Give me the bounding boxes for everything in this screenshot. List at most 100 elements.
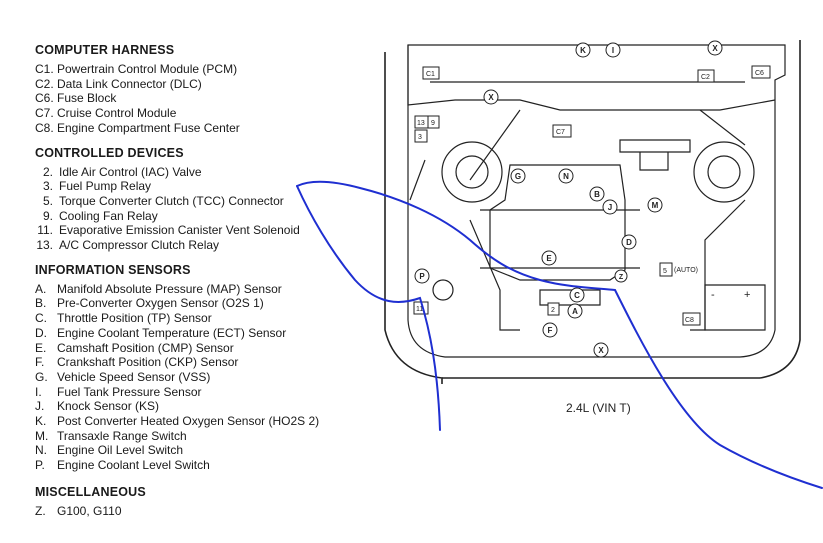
item-label: Pre-Converter Oxygen Sensor (O2S 1) [57, 296, 264, 311]
box-2: 2 [547, 302, 560, 316]
box-13: 13 [414, 115, 429, 129]
item-code: 5. [42, 193, 53, 208]
legend-item: 3. Fuel Pump Relay [35, 179, 380, 194]
legend-item: B. Pre-Converter Oxygen Sensor (O2S 1) [35, 296, 380, 311]
item-label: Fuel Tank Pressure Sensor [57, 384, 202, 399]
box-c1: C1 [422, 66, 440, 80]
callout-letter: M [652, 201, 659, 210]
callout-letter: I [612, 46, 614, 55]
section-title: MISCELLANEOUS [35, 484, 146, 499]
item-label: Evaporative Emission Canister Vent Solen… [59, 223, 300, 238]
legend-item: P. Engine Coolant Level Switch [35, 458, 380, 473]
item-code: F. [35, 355, 45, 370]
callout-letter: F [548, 326, 553, 335]
callout-a: A [567, 303, 583, 319]
legend-item: 13.A/C Compressor Clutch Relay [35, 238, 380, 253]
box-label: C1 [426, 71, 435, 78]
legend-item: E.Camshaft Position (CMP) Sensor [35, 341, 380, 356]
legend-item: F. Crankshaft Position (CKP) Sensor [35, 355, 380, 370]
overlay-line-1 [296, 180, 823, 489]
item-code: 2. [42, 164, 53, 179]
section-title: COMPUTER HARNESS [35, 43, 175, 57]
callout-k: K [575, 42, 591, 58]
item-code: C7. [35, 106, 54, 121]
item-code: B. [35, 296, 47, 311]
compartment-outline [384, 40, 801, 384]
callout-g: G [510, 168, 526, 184]
item-code: M. [35, 428, 49, 443]
item-code: P. [35, 458, 45, 473]
item-label: Transaxle Range Switch [57, 428, 187, 443]
callout-letter: C [574, 291, 580, 300]
battery-plus: + [744, 289, 750, 301]
item-code: I. [35, 384, 42, 399]
item-label: Post Converter Heated Oxygen Sensor (HO2… [57, 414, 320, 429]
callout-letter: Z [619, 274, 624, 281]
callout-letter: P [419, 272, 425, 281]
box-c7: C7 [552, 124, 572, 138]
box-label: C7 [556, 129, 565, 136]
item-label: Engine Compartment Fuse Center [57, 120, 240, 135]
box-5: 5 [659, 262, 673, 277]
legend-item: Z.G100, G110 [35, 504, 380, 519]
item-label: Crankshaft Position (CKP) Sensor [57, 355, 239, 370]
item-label: Idle Air Control (IAC) Valve [59, 164, 202, 179]
callout-x-left: X [483, 89, 499, 105]
legend-item: G.Vehicle Speed Sensor (VSS) [35, 370, 380, 385]
callout-m: M [647, 197, 663, 213]
item-code: C8. [35, 120, 54, 135]
box-label: 13 [417, 120, 425, 127]
item-code: 3. [42, 179, 53, 194]
legend-item: C6.Fuse Block [35, 91, 380, 106]
callout-p: P [414, 268, 430, 284]
callout-letter: D [626, 238, 632, 247]
callout-letter: X [488, 93, 494, 102]
item-label: Camshaft Position (CMP) Sensor [57, 340, 234, 355]
callout-j: J [602, 199, 618, 215]
callout-letter: J [608, 203, 612, 212]
auto-label: (AUTO) [674, 267, 698, 274]
legend-item: C8.Engine Compartment Fuse Center [35, 121, 380, 136]
box-label: C8 [685, 317, 694, 324]
box-c6: C6 [751, 65, 771, 79]
callout-letter: X [712, 44, 718, 53]
hand-drawn-overlay [296, 180, 823, 489]
box-label: 9 [431, 120, 435, 127]
legend-item: 9.Cooling Fan Relay [35, 209, 380, 224]
box-label: 5 [663, 268, 667, 275]
box-label: C6 [755, 70, 764, 77]
item-label: Throttle Position (TP) Sensor [57, 311, 212, 326]
box-label: 3 [418, 134, 422, 141]
section-computer-harness: COMPUTER HARNESS C1.Powertrain Control M… [35, 43, 380, 136]
callout-x-top: X [707, 40, 723, 56]
item-code: 11. [37, 223, 53, 238]
box-9: 9 [427, 115, 440, 129]
callout-letter: B [594, 190, 600, 199]
callout-letter: E [546, 254, 552, 263]
item-label: A/C Compressor Clutch Relay [59, 238, 220, 253]
callout-c: C [569, 287, 585, 303]
legend-item: J.Knock Sensor (KS) [35, 399, 380, 414]
item-code: 9. [42, 208, 53, 223]
callout-z: Z [614, 269, 628, 283]
box-label: C2 [701, 74, 710, 81]
section-title: CONTROLLED DEVICES [35, 145, 184, 160]
item-label: Data Link Connector (DLC) [57, 76, 202, 91]
item-code: C2. [35, 76, 54, 91]
box-label: 2 [551, 307, 555, 314]
callout-letter: G [515, 172, 521, 181]
engine-caption: 2.4L (VIN T) [566, 401, 631, 415]
legend-item: C2.Data Link Connector (DLC) [35, 77, 380, 92]
item-label: Engine Coolant Level Switch [57, 458, 210, 473]
item-label: Fuel Pump Relay [59, 179, 152, 194]
item-code: C. [35, 311, 47, 326]
legend-item: I. Fuel Tank Pressure Sensor [35, 385, 380, 400]
legend-item: D.Engine Coolant Temperature (ECT) Senso… [35, 326, 380, 341]
item-code: C6. [35, 91, 54, 106]
callout-n: N [558, 168, 574, 184]
item-code: G. [35, 369, 48, 384]
legend-item: C7.Cruise Control Module [35, 106, 380, 121]
item-code: K. [35, 414, 47, 429]
item-code: J. [35, 399, 45, 414]
